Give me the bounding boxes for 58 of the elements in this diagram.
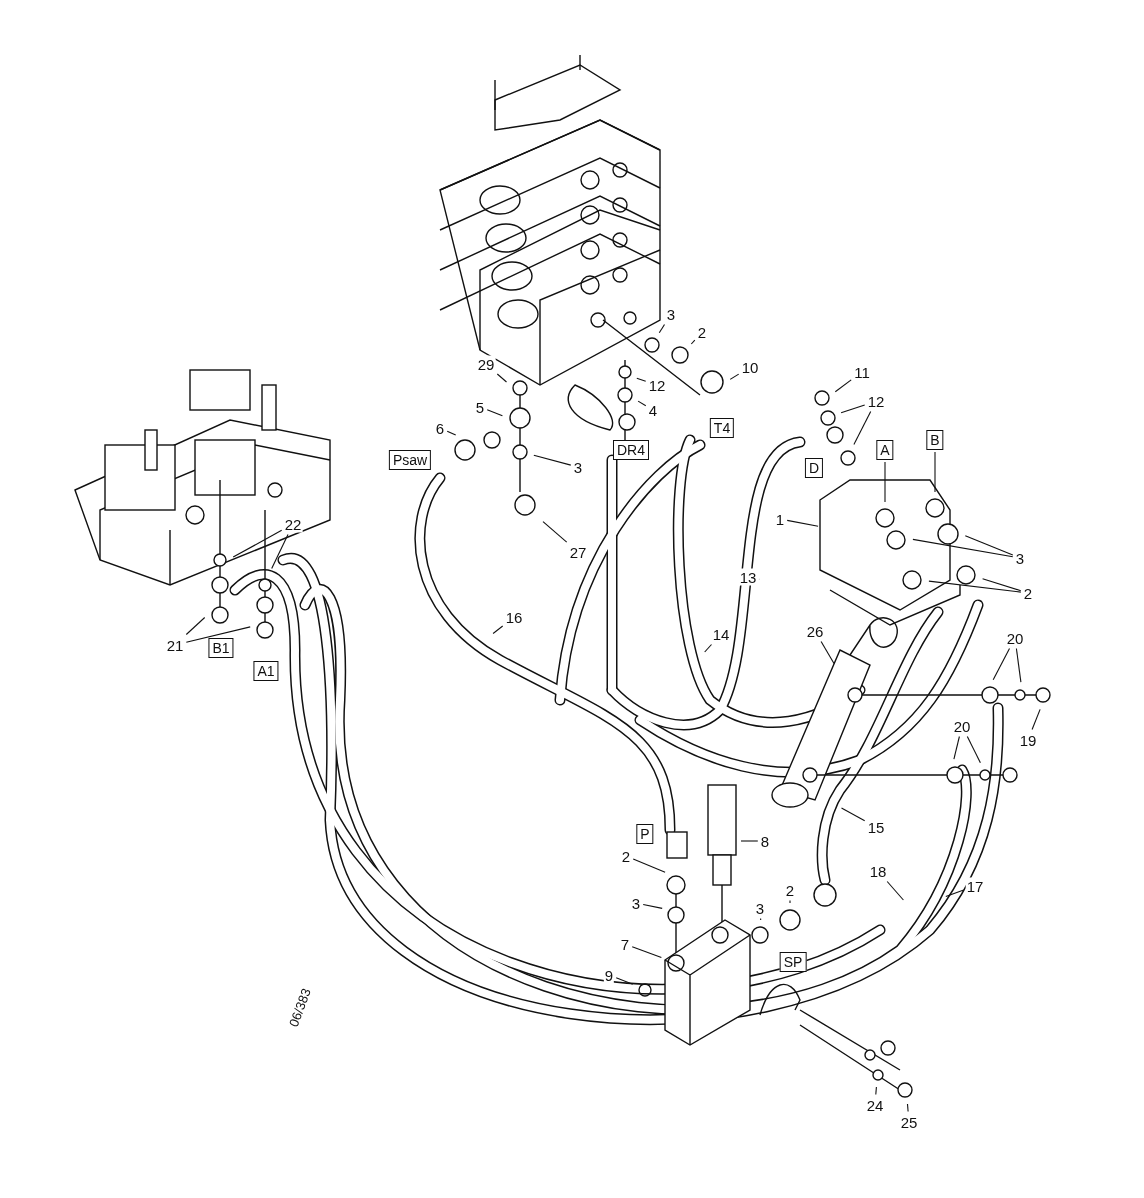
leader-line (636, 377, 647, 382)
leader-line (690, 339, 696, 345)
leader-line (840, 404, 866, 414)
leader-line (760, 917, 762, 921)
leader-line (840, 807, 866, 822)
leader-line (185, 626, 251, 643)
leader-line (642, 903, 663, 909)
leader-line (446, 430, 457, 436)
leader-line (945, 889, 965, 898)
leader-line (964, 535, 1014, 556)
leader-line (912, 538, 1014, 558)
port-label: A (876, 440, 894, 460)
port-label: SP (779, 952, 807, 972)
port-label: Psaw (388, 450, 432, 470)
port-label: B1 (208, 638, 234, 658)
leader-line (906, 1103, 909, 1113)
leader-line (637, 400, 647, 407)
callout-number: 29 (476, 355, 496, 373)
leader-line (185, 616, 206, 636)
port-label: P (636, 824, 654, 844)
port-label: DR4 (613, 440, 649, 460)
leader-line (1015, 647, 1022, 683)
leader-line (271, 533, 289, 569)
port-label: T4 (709, 418, 735, 438)
leader-line (631, 946, 662, 959)
leader-line (884, 461, 886, 503)
leader-line (729, 373, 740, 380)
leader-line (486, 409, 503, 417)
leader-line (1031, 708, 1041, 731)
callout-number: 17 (965, 877, 985, 895)
callout-number: 13 (738, 568, 758, 586)
port-label: D (804, 458, 824, 478)
leader-line (934, 451, 936, 493)
leader-line (992, 647, 1011, 681)
leader-line (886, 880, 904, 901)
leader-line (966, 735, 981, 764)
leader-line (953, 735, 960, 760)
leader-line (232, 529, 283, 558)
leader-line (658, 323, 666, 334)
leader-line (928, 580, 1022, 593)
leader-line (632, 858, 666, 873)
leader-line (853, 410, 872, 445)
leader-line (496, 373, 508, 383)
leader-line (820, 640, 835, 665)
leader-line (533, 454, 572, 466)
port-label: B (926, 430, 944, 450)
leader-line (786, 519, 819, 527)
leader-line (492, 625, 504, 635)
leader-line (542, 521, 568, 543)
leader-line (875, 1086, 877, 1096)
leader-line (615, 977, 634, 985)
leader-line (740, 840, 759, 842)
leader-line (982, 578, 1022, 592)
leader-line (704, 643, 713, 653)
drawing-number: 06/383 (286, 986, 314, 1029)
port-label: A1 (253, 661, 279, 681)
leader-line (834, 379, 852, 393)
leader-line (789, 899, 791, 904)
